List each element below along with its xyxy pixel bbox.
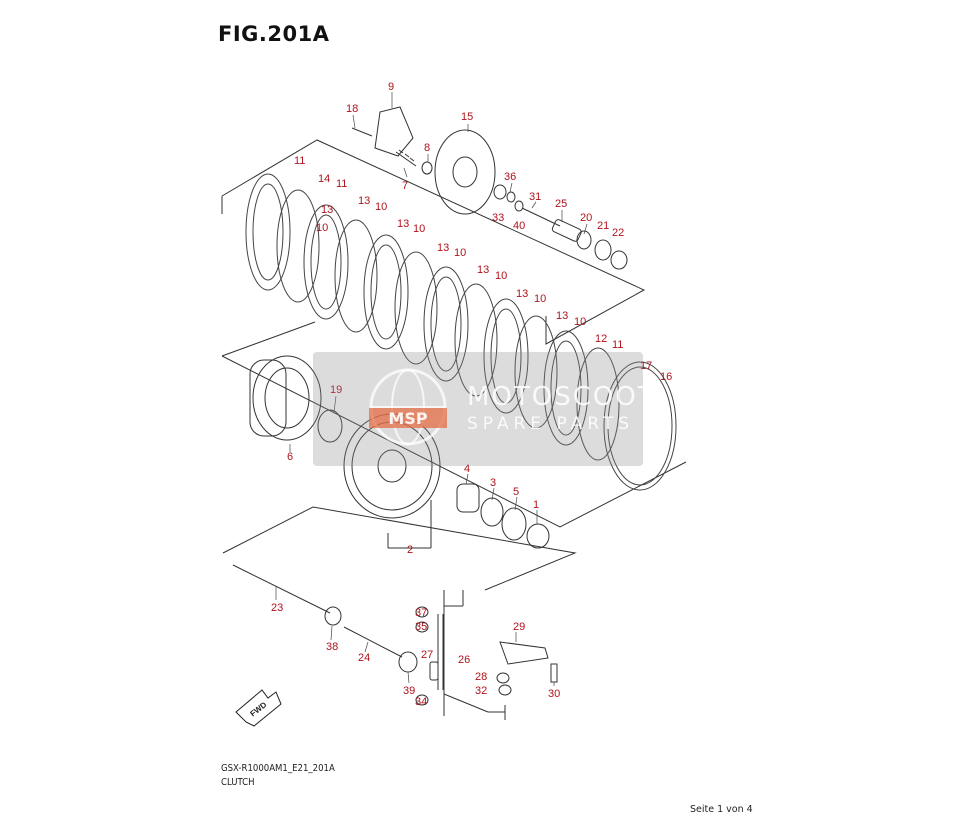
part-label: 36 — [504, 171, 516, 183]
part-label: 14 — [318, 173, 330, 185]
frame-upper — [221, 139, 646, 345]
part-label: 28 — [475, 671, 487, 683]
part-label: 20 — [580, 212, 592, 224]
part-label: 18 — [346, 103, 358, 115]
part-label: 10 — [375, 201, 387, 213]
frame-lower — [222, 506, 577, 591]
part-label: 10 — [534, 293, 546, 305]
part-label: 15 — [461, 111, 473, 123]
part-label: 34 — [415, 696, 427, 708]
part-label: 26 — [458, 654, 470, 666]
lifter-plate — [374, 106, 414, 157]
model-code: GSX-R1000AM1_E21_201A — [221, 763, 335, 774]
page-number: Seite 1 von 4 — [690, 804, 753, 815]
part-label: 37 — [415, 607, 427, 619]
part-label: 12 — [595, 333, 607, 345]
release-arm — [499, 641, 549, 665]
part-label: 21 — [597, 220, 609, 232]
part-label: 11 — [336, 178, 347, 190]
push-rod-long — [232, 564, 331, 614]
bearing-group — [456, 483, 550, 549]
part-label: 4 — [464, 463, 470, 475]
part-label: 16 — [660, 371, 672, 383]
part-label: 25 — [555, 198, 567, 210]
part-label: 13 — [397, 218, 409, 230]
part-label: 38 — [326, 641, 338, 653]
clutch-sleeve-hub — [249, 355, 322, 441]
pressure-plate — [434, 129, 496, 215]
part-label: 9 — [388, 81, 394, 93]
part-label: 33 — [492, 212, 504, 224]
part-number-labels: 1 2 3 4 5 6 7 8 9 10 10 10 10 10 10 10 1… — [271, 81, 672, 708]
part-label: 1 — [533, 499, 539, 511]
watermark-globe-icon: MSP — [369, 368, 447, 446]
watermark-brand: MOTOSCOOT — [467, 382, 656, 412]
part-label: 3 — [490, 477, 496, 489]
part-label: 19 — [330, 384, 342, 396]
watermark: MSP MOTOSCOOT SPARE PARTS — [313, 352, 654, 466]
figure-title: FIG.201A — [218, 22, 330, 46]
part-label: 13 — [516, 288, 528, 300]
push-rod-short — [343, 626, 403, 658]
part-label: 13 — [321, 204, 333, 216]
part-label: 8 — [424, 142, 430, 154]
part-label: 7 — [402, 180, 408, 192]
part-label: 27 — [421, 649, 433, 661]
part-label: 10 — [495, 270, 507, 282]
part-label: 13 — [556, 310, 568, 322]
part-label: 10 — [454, 247, 466, 259]
part-label: 10 — [316, 222, 328, 234]
friction-plate-stack — [245, 173, 677, 491]
part-label: 5 — [513, 486, 519, 498]
watermark-logo-text: MSP — [388, 409, 427, 428]
part-label: 32 — [475, 685, 487, 697]
part-label: 35 — [415, 621, 427, 633]
part-label: 17 — [640, 360, 652, 372]
part-label: 30 — [548, 688, 560, 700]
part-label: 39 — [403, 685, 415, 697]
part-label: 13 — [358, 195, 370, 207]
frame-middle — [221, 321, 316, 357]
part-label: 6 — [287, 451, 293, 463]
part-label: 24 — [358, 652, 370, 664]
part-label: 29 — [513, 621, 525, 633]
part-label: 10 — [574, 316, 586, 328]
fwd-arrow-shape — [235, 689, 282, 727]
watermark-subtitle: SPARE PARTS — [467, 414, 635, 434]
part-label: 13 — [477, 264, 489, 276]
part-label: 22 — [612, 227, 624, 239]
part-label: 11 — [294, 155, 305, 167]
clutch-spring — [395, 149, 417, 167]
part-label: 13 — [437, 242, 449, 254]
part-label: 11 — [612, 339, 623, 351]
part-label: 10 — [413, 223, 425, 235]
push-rod-group — [493, 184, 628, 270]
part-label: 31 — [529, 191, 541, 203]
part-label: 23 — [271, 602, 283, 614]
group-name: CLUTCH — [221, 777, 255, 788]
part-label: 40 — [513, 220, 525, 232]
part-label: 2 — [407, 544, 413, 556]
